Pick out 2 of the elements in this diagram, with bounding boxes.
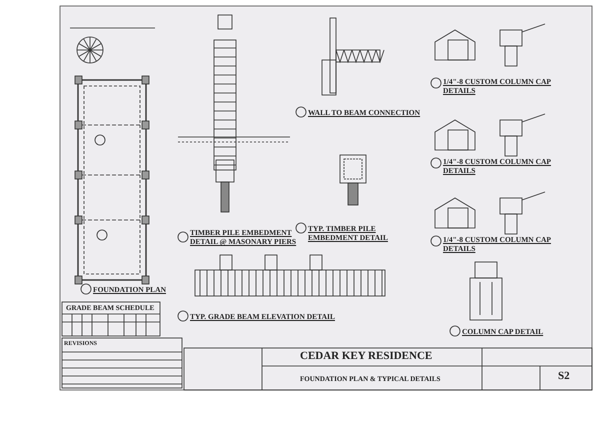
- sheet-number: S2: [558, 372, 570, 381]
- project-name: CEDAR KEY RESIDENCE: [300, 352, 434, 361]
